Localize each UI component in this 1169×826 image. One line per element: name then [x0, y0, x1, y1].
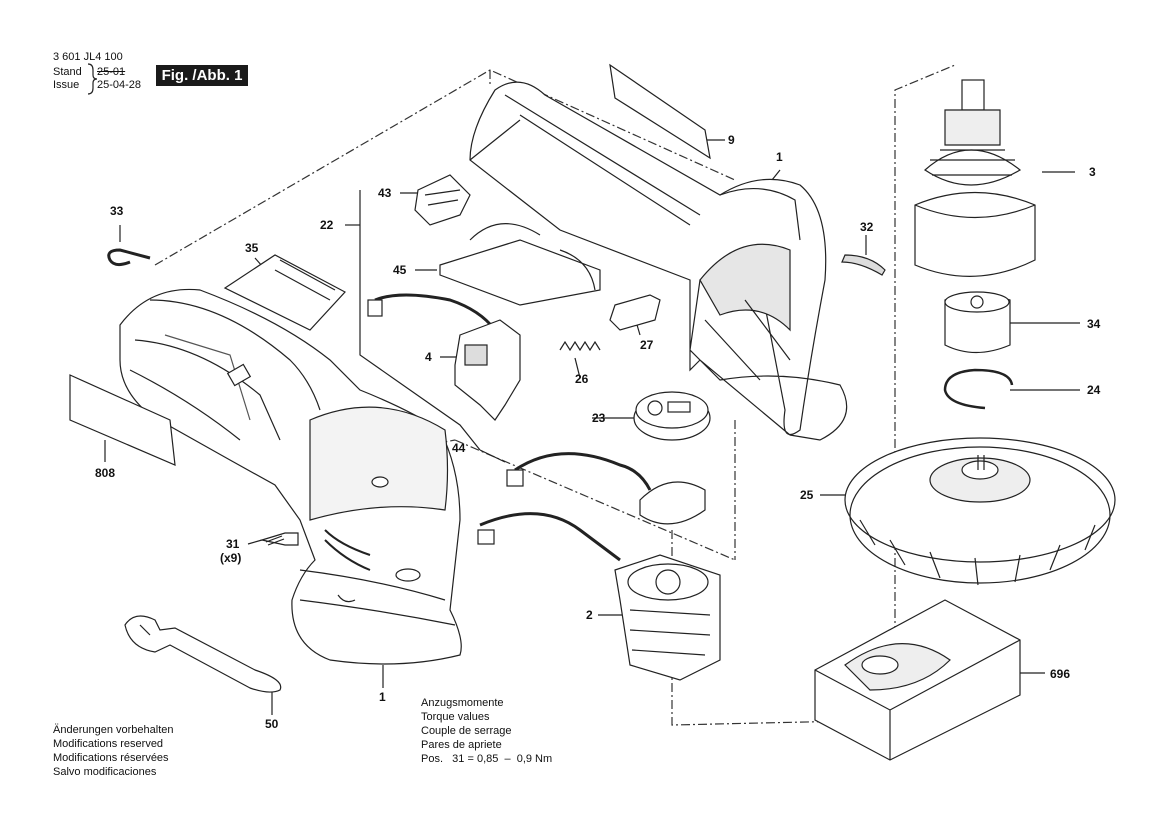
part-44-board [639, 481, 706, 525]
stand-label: Stand [53, 66, 82, 78]
part-4-switch [454, 319, 521, 421]
part-number: 3 601 JL4 100 [53, 51, 123, 63]
label-part-1-bottom: 1 [379, 690, 386, 704]
part-35 [223, 254, 346, 331]
part-25-pad [844, 437, 1116, 586]
label-part-25: 25 [800, 488, 814, 502]
torque-values: Anzugsmomente Torque values Couple de se… [421, 696, 552, 766]
label-part-23: 23 [592, 411, 606, 425]
part-2-connector [477, 529, 495, 545]
part-31-screw [259, 532, 299, 546]
torque-line-fr: Couple de serrage [421, 725, 512, 737]
part-26-spring [559, 340, 601, 352]
note-line-es: Salvo modificaciones [53, 766, 157, 778]
label-part-27: 27 [640, 338, 654, 352]
part-33-clip [107, 248, 151, 267]
label-part-35: 35 [245, 241, 259, 255]
issue-label: Issue [53, 79, 80, 91]
part-43-detail [424, 189, 461, 206]
label-part-31-qty: (x9) [220, 551, 242, 565]
label-part-696: 696 [1050, 667, 1071, 681]
label-part-44: 44 [452, 441, 466, 455]
part-2-cable [479, 512, 621, 562]
note-line-en: Modifications reserved [53, 738, 164, 750]
part-44-connector [506, 469, 524, 487]
stand-issue-brace [87, 63, 98, 95]
label-part-3: 3 [1089, 165, 1096, 179]
bracket-22 [359, 190, 481, 451]
label-part-45: 45 [393, 263, 407, 277]
part-696-insert [814, 599, 1021, 761]
label-part-32: 32 [860, 220, 874, 234]
label-part-34: 34 [1087, 317, 1101, 331]
part-44-cable [514, 452, 652, 491]
label-part-43: 43 [378, 186, 392, 200]
part-35-detail [274, 259, 336, 301]
part-45-board [439, 239, 601, 306]
label-part-26: 26 [575, 372, 589, 386]
part-4-detail [464, 344, 488, 366]
label-part-4: 4 [425, 350, 432, 364]
label-part-9: 9 [728, 133, 735, 147]
label-part-50: 50 [265, 717, 279, 731]
issue-value: 25-04-28 [97, 79, 142, 91]
label-part-2: 2 [586, 608, 593, 622]
part-45-wires [469, 223, 596, 291]
part-3-rotor [914, 79, 1036, 277]
stand-value: 25-01 [97, 66, 126, 78]
part-50-wrench [124, 615, 282, 693]
part-1-housing-main [119, 288, 462, 665]
label-part-24: 24 [1087, 383, 1101, 397]
label-part-31: 31 [226, 537, 240, 551]
modification-notes: Änderungen vorbehalten Modifications res… [53, 723, 173, 779]
label-part-808: 808 [95, 466, 116, 480]
part-24-circlip [943, 368, 1014, 410]
label-part-22: 22 [320, 218, 334, 232]
part-1-housing-upper [469, 81, 848, 441]
part-32 [841, 254, 886, 276]
part-9-sheet [609, 63, 711, 160]
torque-line-pos31: Pos. 31 = 0,85 – 0,9 Nm [421, 753, 553, 765]
torque-line-en: Torque values [421, 711, 490, 723]
part-43 [414, 174, 471, 226]
note-line-de: Änderungen vorbehalten [53, 724, 174, 736]
switch-cable [374, 293, 497, 331]
note-line-fr: Modifications réservées [53, 752, 169, 764]
torque-line-es: Pares de apriete [421, 739, 502, 751]
part-27-slider [609, 294, 661, 331]
part-808-label [69, 374, 176, 466]
switch-connector [367, 299, 383, 317]
figure-label: Fig. /Abb. 1 [156, 65, 248, 86]
label-part-33: 33 [110, 204, 124, 218]
torque-line-de: Anzugsmomente [421, 697, 504, 709]
label-part-1-top: 1 [776, 150, 783, 164]
